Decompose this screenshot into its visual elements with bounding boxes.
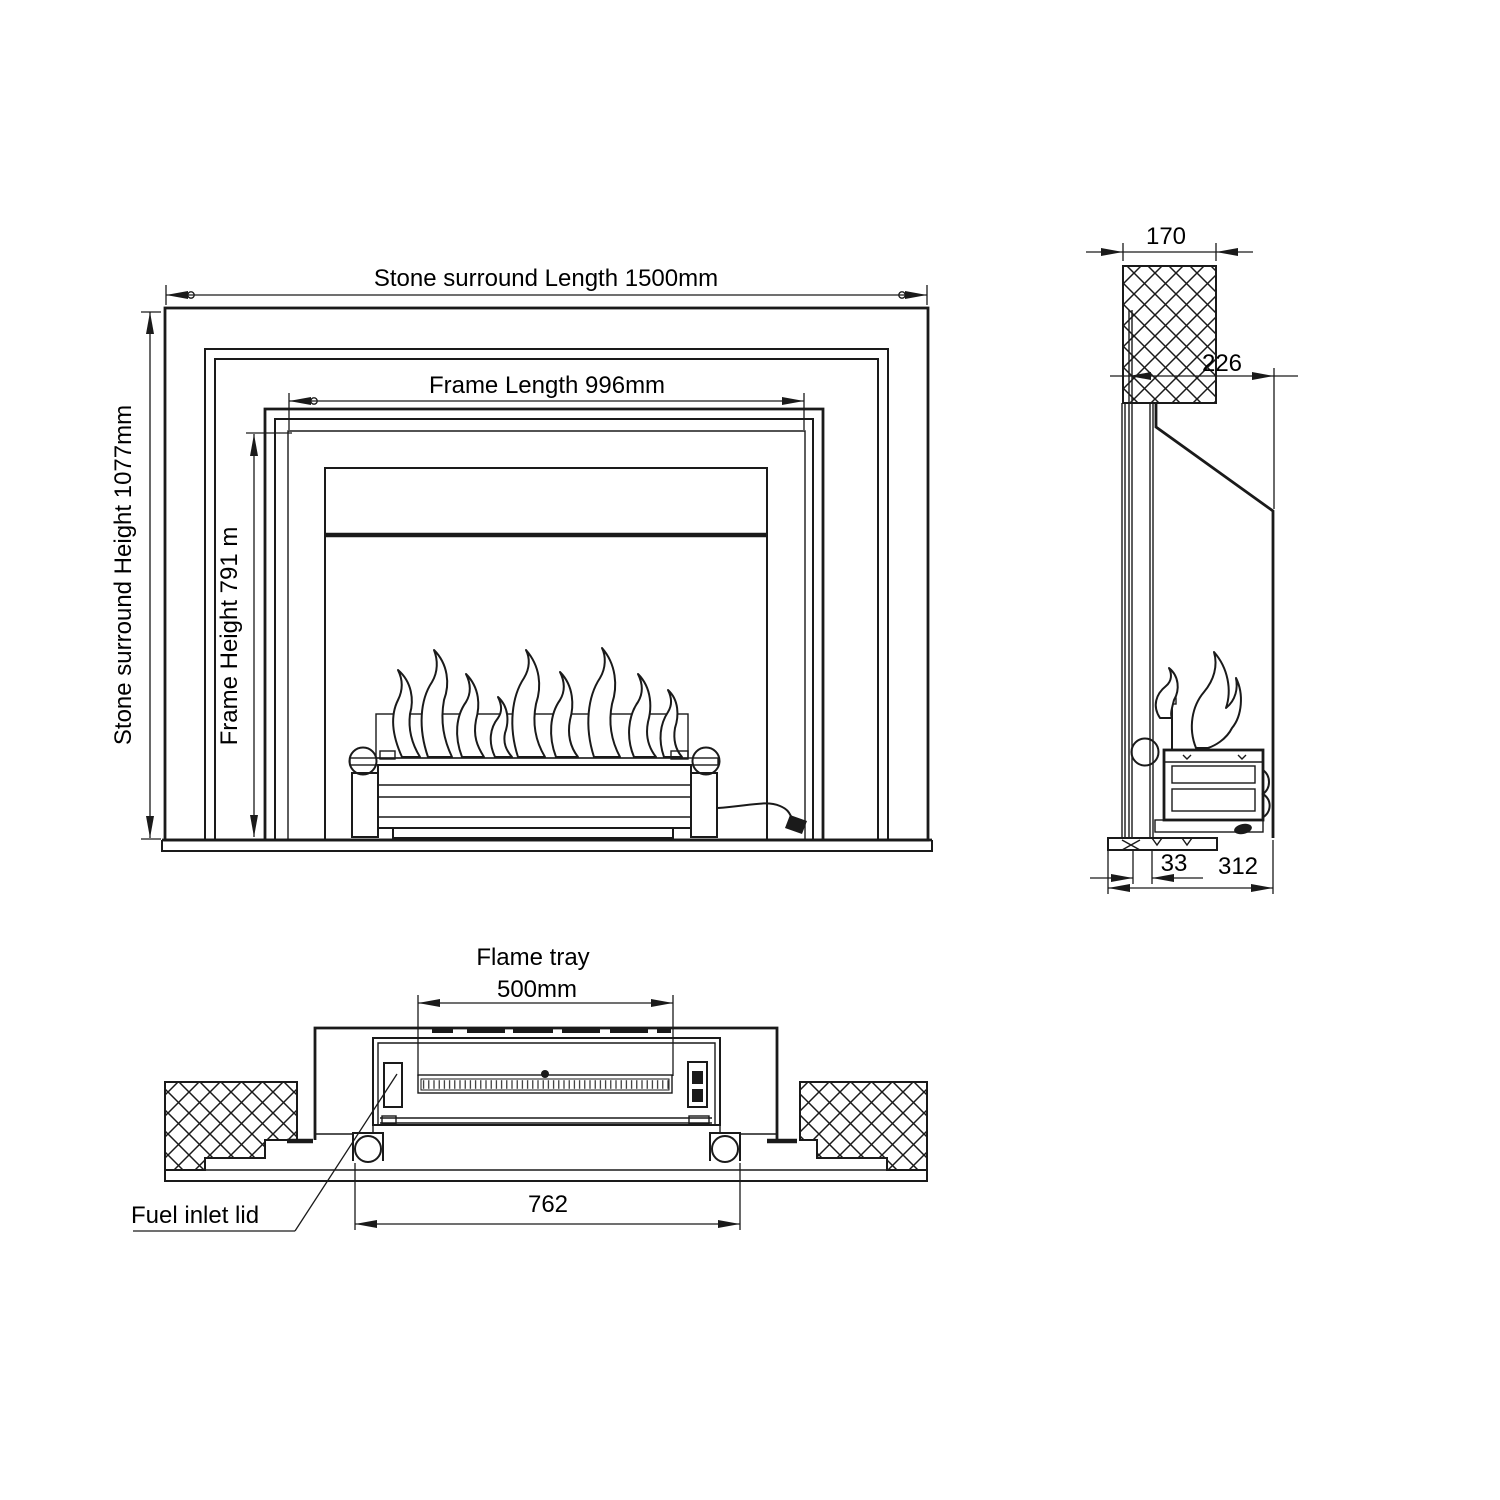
flames-icon bbox=[392, 647, 683, 758]
fuel-inlet-lid bbox=[383, 1062, 403, 1108]
rollers bbox=[352, 1132, 741, 1163]
vent-slots bbox=[432, 1029, 671, 1033]
plug-icon bbox=[785, 815, 807, 834]
hearth-base bbox=[161, 838, 933, 852]
plan-wall-hatch bbox=[164, 1081, 928, 1171]
hearth-side bbox=[1107, 837, 1218, 851]
plan-tray bbox=[372, 1037, 721, 1133]
frame-height-label: Frame Height 791 m bbox=[216, 527, 243, 746]
fuel-inlet-callout: Fuel inlet lid bbox=[131, 1073, 398, 1232]
plan-view: Flame tray 500mm 762 Fuel inlet lid bbox=[131, 944, 928, 1232]
dim-stone-surround-height: Stone surround Height 1077mm bbox=[110, 311, 161, 840]
side-profile-slope bbox=[1154, 403, 1275, 838]
power-cable bbox=[717, 802, 796, 822]
stone-surround-length-label: Stone surround Length 1500mm bbox=[374, 265, 718, 292]
fuel-inlet-label: Fuel inlet lid bbox=[131, 1202, 259, 1229]
plan-hearth-edge bbox=[164, 1082, 928, 1182]
fire-unit-side bbox=[1130, 651, 1271, 835]
dim-frame-length: Frame Length 996mm bbox=[288, 372, 805, 430]
stone-surround-height-label: Stone surround Height 1077mm bbox=[110, 405, 137, 745]
dim-base-width: 762 bbox=[354, 1163, 741, 1230]
dim-stone-surround-length: Stone surround Length 1500mm bbox=[165, 265, 928, 305]
side-view: 170 226 33 312 bbox=[1086, 223, 1298, 894]
hearth-offset-value: 33 bbox=[1161, 850, 1188, 877]
firebox-opening bbox=[324, 467, 768, 840]
front-view: Stone surround Length 1500mm Stone surro… bbox=[110, 265, 933, 852]
frame-outline bbox=[263, 407, 825, 840]
frame-length-label: Frame Length 996mm bbox=[429, 372, 665, 399]
dim-frame-height: Frame Height 791 m bbox=[216, 432, 292, 837]
dim-wall-depth: 170 bbox=[1086, 223, 1253, 261]
dim-flame-tray-width: Flame tray 500mm bbox=[417, 944, 674, 1076]
side-flame-icon bbox=[1190, 651, 1242, 749]
wall-depth-value: 170 bbox=[1146, 223, 1186, 250]
flame-tray-slot bbox=[420, 1078, 670, 1091]
flame-tray-label: Flame tray bbox=[476, 944, 589, 971]
flame-tray-width-value: 500mm bbox=[497, 976, 577, 1003]
unit-depth-value: 312 bbox=[1218, 853, 1258, 880]
control-panel bbox=[687, 1061, 708, 1108]
dim-unit-depth: 312 bbox=[1107, 840, 1274, 894]
wall-section-hatch bbox=[1122, 265, 1217, 404]
fire-basket bbox=[348, 647, 807, 839]
dim-surround-depth: 226 bbox=[1110, 350, 1298, 509]
base-width-value: 762 bbox=[528, 1191, 568, 1218]
dim-hearth-offset: 33 bbox=[1090, 849, 1203, 884]
side-plug-icon bbox=[1234, 823, 1252, 835]
surround-depth-value: 226 bbox=[1202, 350, 1242, 377]
